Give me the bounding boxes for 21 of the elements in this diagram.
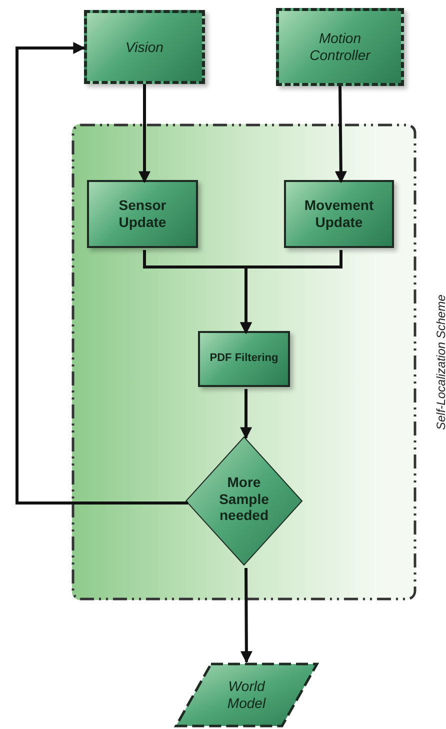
node-text: Movement Update [303, 197, 375, 231]
arrow [16, 42, 188, 504]
process-box [198, 331, 290, 387]
node-text: More Sample needed [218, 474, 270, 524]
node-text: Motion Controller [308, 30, 372, 64]
node-text: PDF Filtering [210, 352, 278, 366]
node-text: World Model [226, 678, 267, 712]
arrow [240, 568, 252, 664]
node-text: Sensor Update [118, 197, 168, 231]
input-box [84, 10, 205, 84]
arrow [334, 86, 347, 184]
process-box [87, 180, 198, 248]
input-box [276, 8, 404, 86]
arrow [240, 389, 252, 440]
data-parallelogram [175, 662, 318, 728]
arrow [240, 250, 342, 334]
process-box [284, 180, 394, 248]
node-text: Vision [126, 38, 164, 56]
group-label: Self-Localization Scheme [434, 294, 446, 430]
arrow [138, 84, 150, 184]
decision-diamond [185, 436, 303, 566]
